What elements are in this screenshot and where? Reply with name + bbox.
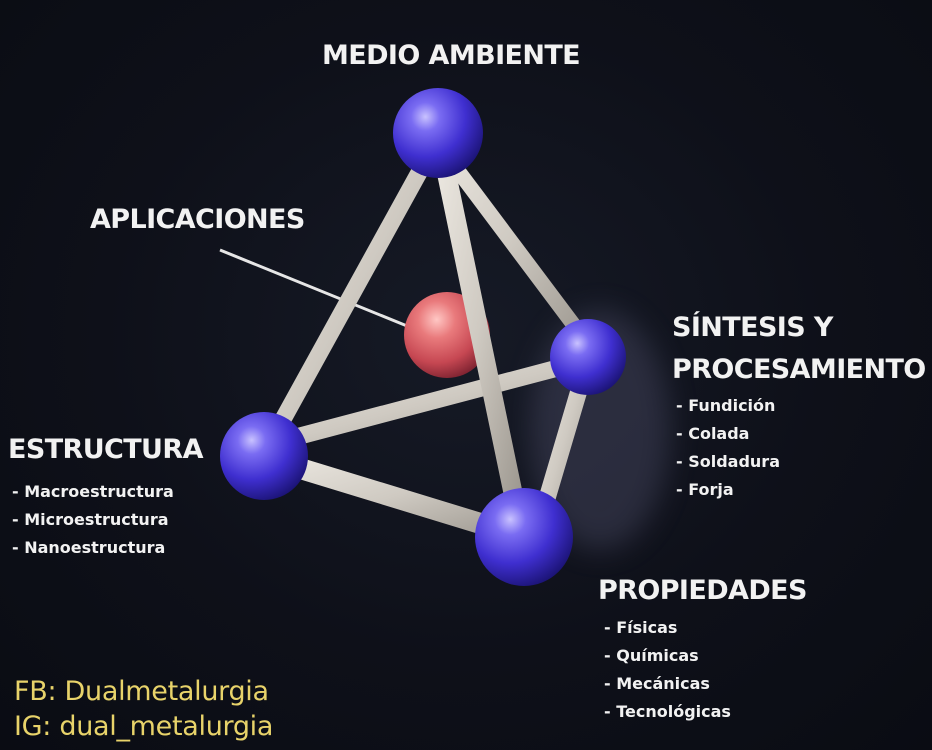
- list-item: - Soldadura: [676, 452, 780, 471]
- rod-left-bottom: [255, 447, 529, 546]
- propiedades-list: - Físicas - Químicas - Mecánicas - Tecno…: [604, 614, 731, 726]
- aplicaciones-title: APLICACIONES: [90, 204, 305, 235]
- sintesis-title-line2: PROCESAMIENTO: [672, 354, 926, 385]
- list-item: - Físicas: [604, 618, 678, 637]
- aplicaciones-pointer: [219, 248, 413, 330]
- list-item: - Tecnológicas: [604, 702, 731, 721]
- estructura-title: ESTRUCTURA: [8, 434, 203, 465]
- propiedades-title: PROPIEDADES: [598, 575, 807, 606]
- list-item: - Microestructura: [12, 510, 169, 529]
- list-item: - Fundición: [676, 396, 776, 415]
- list-item: - Mecánicas: [604, 674, 710, 693]
- sintesis-procesamiento-node: [550, 319, 626, 395]
- list-item: - Nanoestructura: [12, 538, 166, 557]
- rod-left-right: [253, 351, 597, 455]
- sintesis-title-line1: SÍNTESIS Y: [672, 312, 833, 343]
- estructura-node: [220, 412, 308, 500]
- instagram-credit: IG: dual_metalurgia: [14, 711, 274, 742]
- list-item: - Químicas: [604, 646, 699, 665]
- propiedades-node: [475, 488, 573, 586]
- list-item: - Colada: [676, 424, 750, 443]
- medio-ambiente-node: [393, 88, 483, 178]
- list-item: - Forja: [676, 480, 734, 499]
- rod-top-left: [267, 131, 446, 441]
- sintesis-procesamiento-list: - Fundición - Colada - Soldadura - Forja: [676, 392, 780, 504]
- rod-top-bottom: [430, 132, 527, 522]
- medio-ambiente-title: MEDIO AMBIENTE: [322, 40, 581, 71]
- rod-top-right: [427, 132, 593, 348]
- facebook-credit: FB: Dualmetalurgia: [14, 676, 269, 707]
- estructura-list: - Macroestructura - Microestructura - Na…: [12, 478, 174, 562]
- sintesis-procesamiento-title: SÍNTESIS Y PROCESAMIENTO: [672, 307, 926, 391]
- list-item: - Macroestructura: [12, 482, 174, 501]
